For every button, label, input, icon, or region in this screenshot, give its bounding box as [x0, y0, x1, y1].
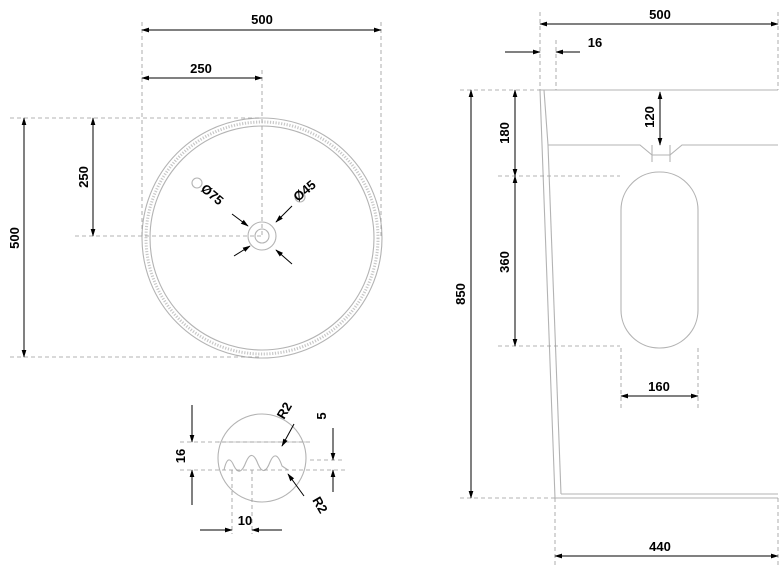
side-outer-profile — [539, 89, 778, 499]
radius-bottom-label: R2 — [309, 494, 330, 516]
radius-top-label: R2 — [274, 400, 295, 422]
overflow-diameter-label: Ø45 — [290, 177, 318, 204]
basin-rim-inner — [149, 125, 375, 351]
detail-circle — [217, 413, 307, 503]
side-access-panel — [620, 171, 699, 349]
drain-outer — [247, 221, 277, 251]
side-basin-profile — [543, 89, 778, 156]
dim-panel-height-label: 360 — [497, 251, 512, 273]
side-view: 500 16 180 120 360 850 160 440 — [453, 7, 779, 568]
top-view: Ø75 Ø45 500 250 250 500 — [7, 12, 383, 359]
radius-top-leader — [281, 423, 295, 447]
drain-label-ring — [191, 177, 203, 189]
dim-overall-width-label: 500 — [251, 12, 273, 27]
dim-basin-height-label: 180 — [497, 122, 512, 144]
dim-half-depth-label: 250 — [76, 166, 91, 188]
detail-wave-profile — [223, 454, 289, 472]
dim-detail-depth-label: 5 — [314, 412, 329, 419]
drain-leader-4 — [275, 249, 293, 265]
dim-detail-pitch-label: 10 — [238, 513, 252, 528]
drain-diameter-label: Ø75 — [198, 181, 226, 208]
dim-detail-height-label: 16 — [173, 449, 188, 463]
dim-total-height-label: 850 — [453, 283, 468, 305]
basin-rim-outer — [141, 117, 383, 359]
dim-wall-label: 16 — [588, 35, 602, 50]
radius-bottom-leader — [287, 473, 305, 497]
dim-base-width-label: 440 — [649, 539, 671, 554]
drain-leader-3 — [233, 245, 251, 257]
dim-basin-depth-label: 120 — [642, 106, 657, 128]
side-inner-wall — [547, 144, 562, 495]
drain-leader-1 — [231, 213, 249, 227]
dim-side-top-width-label: 500 — [649, 7, 671, 22]
detail-view: 16 5 R2 R2 10 — [173, 400, 345, 534]
dim-panel-width-label: 160 — [648, 379, 670, 394]
drain-inner — [254, 228, 270, 244]
dim-overall-depth-label: 500 — [7, 227, 22, 249]
dim-half-width-label: 250 — [190, 61, 212, 76]
drain-leader-2 — [275, 205, 293, 223]
overflow-hole — [294, 191, 306, 203]
